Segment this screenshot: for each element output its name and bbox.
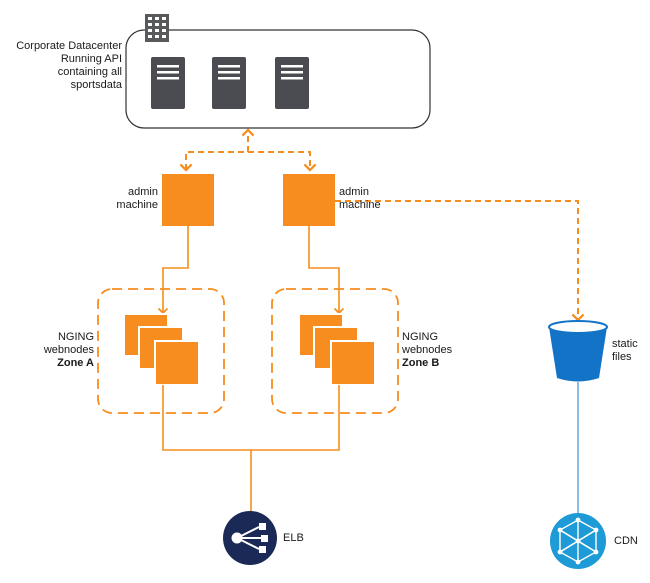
zone-b-label-line: NGING <box>402 331 439 343</box>
datacenter-label-line: Corporate Datacenter <box>16 40 122 52</box>
server-icon <box>275 57 309 109</box>
admin-to-datacenter-connector <box>179 151 317 172</box>
ec2-instance-icon <box>123 313 200 386</box>
server-icon <box>151 57 185 109</box>
static-files-label-line: static <box>612 338 638 350</box>
elb-label: ELB <box>283 532 304 544</box>
zone-b-name: Zone B <box>402 357 440 369</box>
s3-bucket-icon <box>548 320 608 382</box>
static-files-label-line: files <box>612 351 632 363</box>
static-files-label: static files <box>612 338 638 364</box>
admin-a-label: admin machine <box>104 186 158 212</box>
admin-b-label: admin machine <box>339 186 381 212</box>
zone-a-label-line: webnodes <box>43 344 94 356</box>
admin-machine-a <box>162 174 214 226</box>
zone-a-label: NGING webnodes Zone A <box>40 331 94 370</box>
building-icon <box>145 14 169 42</box>
zone-b-label-line: webnodes <box>402 344 453 356</box>
admin-a-label-line: machine <box>116 199 158 211</box>
datacenter-label: Corporate Datacenter Running API contain… <box>4 40 122 92</box>
server-icon <box>212 57 246 109</box>
zone-b-box <box>271 288 399 414</box>
zone-a-box <box>97 288 225 414</box>
zone-a-label-line: NGING <box>57 331 94 343</box>
admin-b-to-zone-b <box>308 226 345 315</box>
cdn-label: CDN <box>614 535 638 547</box>
admin-b-to-static-files <box>335 200 585 322</box>
cdn-icon <box>550 513 606 569</box>
webnodes-to-elb <box>162 385 340 513</box>
ec2-instance-icon <box>298 313 376 386</box>
admin-machine-b <box>283 174 335 226</box>
datacenter-label-line: containing all <box>57 66 122 78</box>
admin-b-label-line: machine <box>339 199 381 211</box>
admin-a-label-line: admin <box>128 186 158 198</box>
zone-b-label: NGING webnodes Zone B <box>402 331 452 370</box>
admin-a-to-zone-a <box>157 226 189 315</box>
elb-icon <box>223 511 277 565</box>
datacenter-label-line: sportsdata <box>70 79 122 91</box>
zone-a-name: Zone A <box>57 357 94 369</box>
datacenter-label-line: Running API <box>60 53 122 65</box>
admin-b-label-line: admin <box>339 186 369 198</box>
